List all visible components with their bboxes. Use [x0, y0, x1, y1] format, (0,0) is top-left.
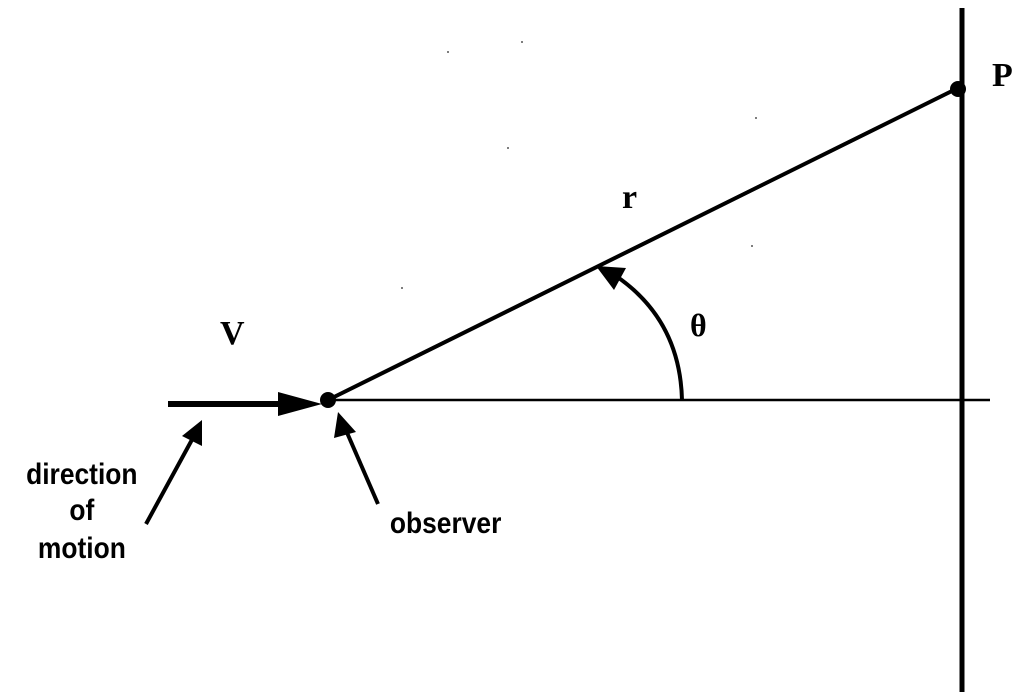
direction-of-motion-label: direction of motion — [26, 456, 137, 564]
direction-pointer-shaft — [144, 435, 196, 525]
angle-arc-head — [596, 266, 626, 290]
distance-label: r — [622, 179, 637, 216]
point-label: P — [992, 57, 1013, 94]
point-p-dot — [950, 81, 966, 97]
angle-arc — [614, 274, 684, 401]
observer-pointer-shaft — [343, 427, 380, 505]
distance-line-r — [327, 86, 959, 402]
observer-label: observer — [390, 505, 502, 539]
scan-specks — [401, 41, 757, 289]
direction-label-line3: motion — [38, 530, 126, 564]
angle-label: θ — [690, 307, 707, 343]
observer-dot — [320, 392, 336, 408]
direction-label-line2: of — [69, 492, 94, 526]
observer-pointer-head — [334, 412, 356, 438]
velocity-label: V — [220, 315, 245, 352]
direction-label-line1: direction — [26, 456, 137, 490]
velocity-arrow-head — [278, 392, 322, 416]
direction-pointer-head — [182, 420, 202, 446]
